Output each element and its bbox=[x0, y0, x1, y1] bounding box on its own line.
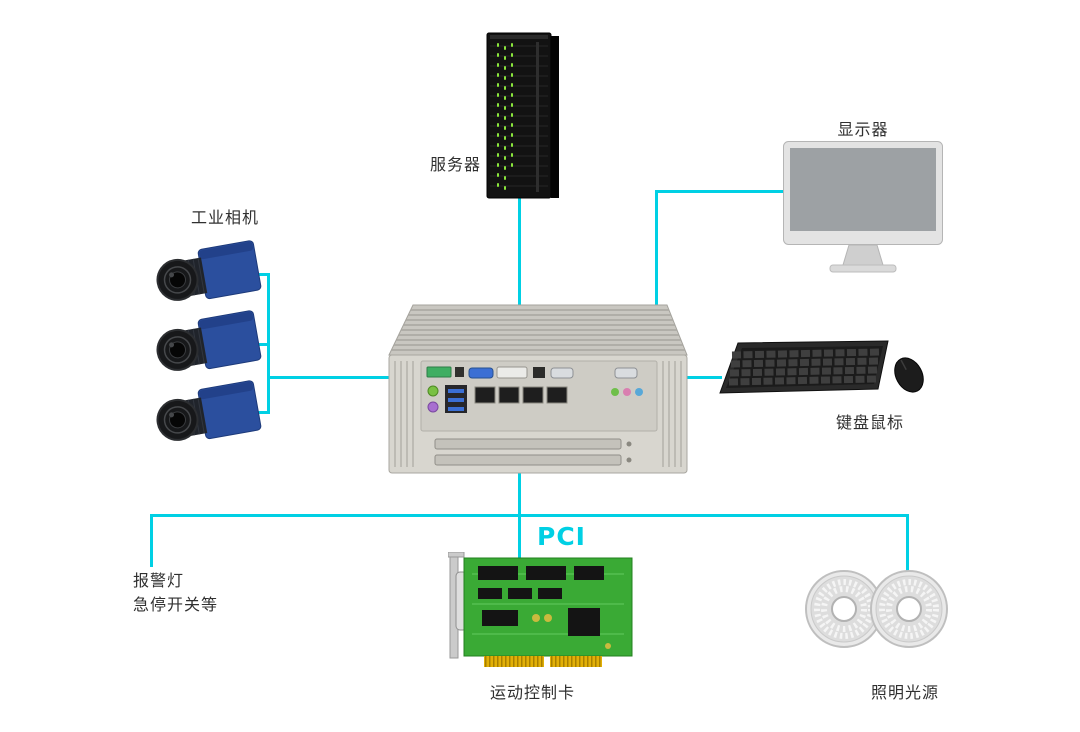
wire-monitor-horizontal bbox=[655, 190, 786, 193]
monitor-screen bbox=[790, 148, 936, 231]
ps2-port-green bbox=[427, 385, 439, 397]
wire-motion-card-drop bbox=[518, 514, 521, 559]
expansion-slot-cover-2 bbox=[434, 454, 622, 466]
wire-cameras-to-ipc bbox=[267, 376, 391, 379]
monitor-base bbox=[829, 264, 897, 273]
audio-jack-pink bbox=[623, 388, 631, 396]
cameras-label: 工业相机 bbox=[191, 208, 260, 227]
motion-card-graphic bbox=[448, 552, 633, 667]
wire-camera-bus bbox=[267, 273, 270, 414]
ring-light-label: 照明光源 bbox=[870, 683, 939, 702]
ps2-port-purple bbox=[427, 401, 439, 413]
expansion-slot-cover-1 bbox=[434, 438, 622, 450]
industrial-cameras-graphic bbox=[156, 240, 263, 449]
alarm-label-line1: 报警灯 bbox=[133, 571, 185, 590]
ethernet-ports bbox=[474, 386, 568, 404]
wire-monitor-vertical bbox=[655, 190, 658, 306]
keyboard-mouse-graphic bbox=[719, 340, 924, 394]
serial-port-1 bbox=[550, 367, 574, 379]
keyboard-graphic bbox=[719, 340, 889, 394]
industrial-pc-graphic bbox=[388, 304, 688, 474]
camera-1 bbox=[156, 240, 263, 309]
monitor-stand bbox=[842, 244, 884, 266]
wire-ipc-to-keyboard bbox=[684, 376, 722, 379]
audio-jack-blue bbox=[635, 388, 643, 396]
mouse-graphic bbox=[894, 357, 924, 393]
motion-card-label: 运动控制卡 bbox=[489, 683, 575, 702]
ring-light-graphic bbox=[805, 570, 948, 648]
wire-ipc-down bbox=[518, 472, 521, 517]
wire-bottom-bus bbox=[150, 514, 909, 517]
terminal-block-port bbox=[426, 366, 452, 378]
vga-port bbox=[468, 367, 494, 379]
dvi-port bbox=[496, 366, 528, 379]
serial-port-2 bbox=[614, 367, 638, 379]
wire-alarm-drop bbox=[150, 514, 153, 567]
wire-ring-light-drop bbox=[906, 514, 909, 573]
ring-light-right bbox=[870, 570, 948, 648]
ring-light-left bbox=[805, 570, 883, 648]
keyboard-mouse-label: 键盘鼠标 bbox=[835, 413, 904, 432]
camera-3 bbox=[156, 379, 263, 449]
server-tower-graphic bbox=[486, 32, 559, 199]
server-led-columns bbox=[497, 43, 513, 193]
monitor-label: 显示器 bbox=[837, 120, 889, 139]
pcb-chips bbox=[478, 566, 604, 636]
monitor-graphic bbox=[783, 141, 943, 273]
audio-jack-green bbox=[611, 388, 619, 396]
wire-server-to-ipc bbox=[518, 198, 521, 308]
server-label: 服务器 bbox=[430, 155, 482, 174]
alarm-label-line2: 急停开关等 bbox=[133, 595, 219, 614]
pci-bus-label: PCI bbox=[537, 522, 586, 551]
camera-2 bbox=[156, 309, 263, 379]
